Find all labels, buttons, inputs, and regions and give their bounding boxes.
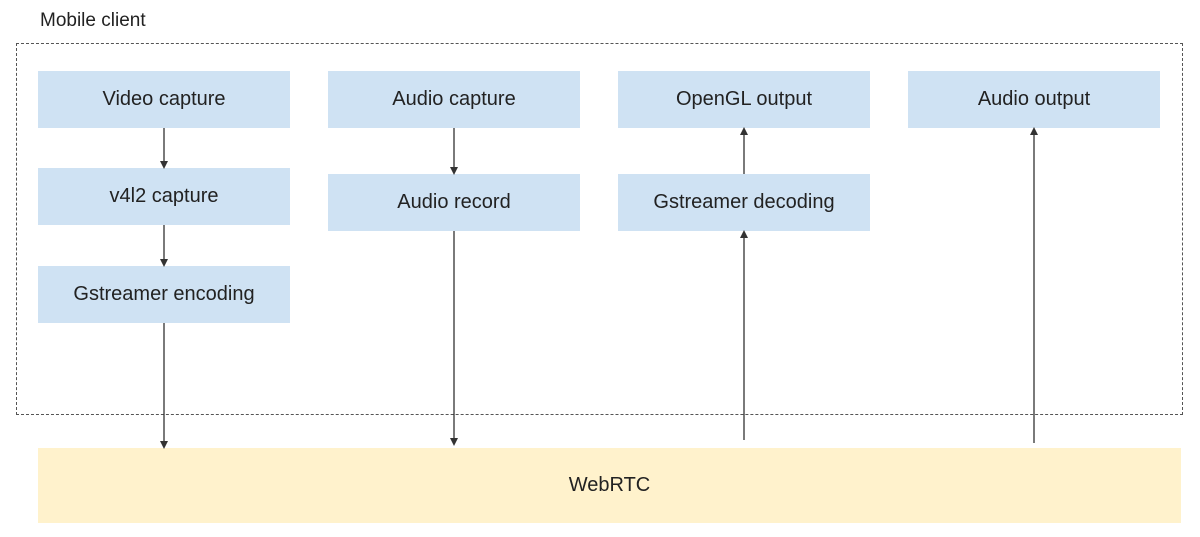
node-audio-capture: Audio capture (328, 71, 580, 128)
node-gstreamer-decoding: Gstreamer decoding (618, 174, 870, 231)
node-audio-output: Audio output (908, 71, 1160, 128)
node-opengl-output: OpenGL output (618, 71, 870, 128)
node-gstreamer-encoding: Gstreamer encoding (38, 266, 290, 323)
mobile-client-group-border (16, 43, 1183, 415)
group-label-mobile-client: Mobile client (40, 10, 146, 31)
node-webrtc: WebRTC (38, 448, 1181, 523)
node-video-capture: Video capture (38, 71, 290, 128)
node-v4l2-capture: v4l2 capture (38, 168, 290, 225)
node-audio-record: Audio record (328, 174, 580, 231)
